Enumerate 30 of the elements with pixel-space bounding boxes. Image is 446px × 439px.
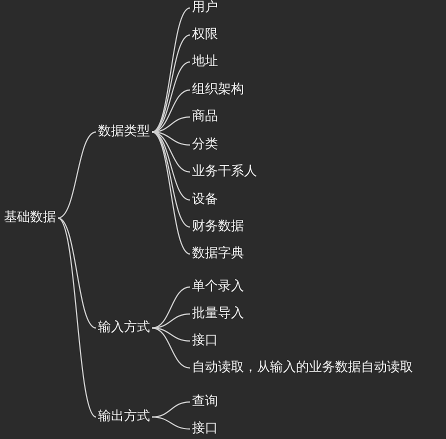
branch-line: [58, 217, 96, 329]
branch-line: [152, 286, 190, 329]
topic-text: 权限: [192, 26, 218, 44]
topic-text: 自动读取，从输入的业务数据自动读取: [192, 359, 413, 377]
branch-line: [58, 218, 96, 418]
branch-line: [152, 327, 190, 369]
topic-text: 设备: [192, 191, 218, 209]
topic-text: 用户: [192, 0, 218, 17]
topic-text: 数据字典: [192, 245, 244, 263]
topic-text: 财务数据: [192, 218, 244, 236]
topic-text: 分类: [192, 136, 218, 154]
topic-text: 接口: [192, 420, 218, 438]
topic-text: 批量导入: [192, 305, 244, 323]
topic-text: 商品: [192, 108, 218, 126]
branch-line: [152, 131, 190, 228]
topic-text: 地址: [192, 53, 218, 71]
topic-text: 数据类型: [98, 123, 150, 141]
branch-line: [152, 7, 190, 133]
topic-text: 输入方式: [98, 319, 150, 337]
branch-line: [152, 131, 190, 173]
branch-line: [152, 131, 190, 255]
topic-text: 接口: [192, 332, 218, 350]
branch-line: [152, 416, 190, 430]
topic-text: 组织架构: [192, 81, 244, 99]
topic-text: 单个录入: [192, 278, 244, 296]
topic-text: 业务干系人: [192, 163, 257, 181]
topic-text: 查询: [192, 393, 218, 411]
branch-line: [58, 131, 96, 219]
topic-text: 基础数据: [4, 209, 56, 227]
topic-text: 输出方式: [98, 408, 150, 426]
